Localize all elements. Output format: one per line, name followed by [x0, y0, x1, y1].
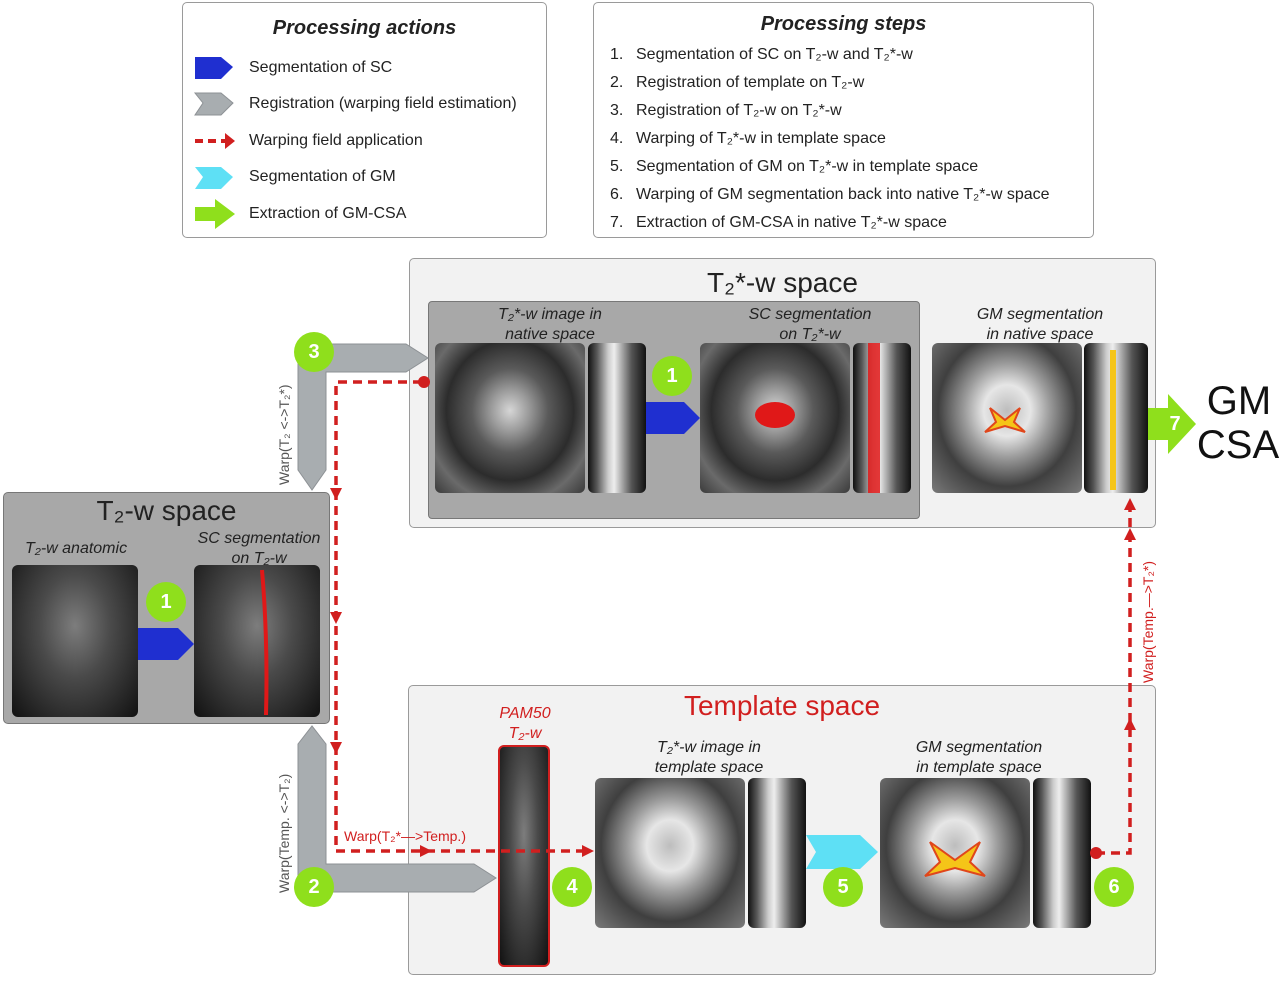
warp-label-t2star-temp: Warp(T₂*—>Temp.): [344, 828, 466, 844]
step-circle-1-t2star: 1: [652, 356, 692, 396]
caption-t2star-template: T₂*-w image in template space: [654, 739, 764, 776]
step-label: Segmentation of GM on T₂*-w in template …: [636, 158, 979, 175]
gray-arrow-icon: [193, 92, 234, 116]
template-space-title: Template space: [683, 690, 881, 721]
pam50-template-image: [498, 745, 550, 967]
t2star-template-axial-image: [595, 778, 745, 928]
step-circle-7: 7: [1169, 413, 1181, 435]
step-number: 6.: [610, 186, 624, 203]
sc-seg-arrow-t2star: [646, 402, 700, 434]
caption-t2star-native: T₂*-w image in native space: [498, 306, 602, 343]
caption-gm-seg-native: GM segmentation in native space: [976, 306, 1104, 343]
legend-item-label: Extraction of GM-CSA: [249, 205, 407, 222]
caption-sc-seg-t2: SC segmentation on T₂-w: [197, 530, 321, 567]
legend-item-label: Segmentation of SC: [249, 59, 393, 76]
t2star-native-axial-image: [435, 343, 585, 493]
step-number: 3.: [610, 102, 624, 119]
step-number: 5.: [610, 158, 624, 175]
blue-arrow-icon: [195, 57, 233, 79]
caption-pam50: PAM50 T₂-w: [499, 705, 551, 742]
step-number: 7.: [610, 214, 624, 231]
caption-gm-seg-template: GM segmentation in template space: [915, 739, 1043, 776]
t2star-space-title: T₂*-w space: [707, 267, 858, 298]
step-number: 4.: [610, 130, 624, 147]
caption-sc-seg-t2star: SC segmentation on T₂*-w: [748, 306, 872, 343]
legend-title: Processing actions: [272, 17, 457, 39]
t2-space-title: T₂-w space: [96, 495, 237, 526]
t2star-template-sagittal-image: [748, 778, 806, 928]
t2star-sc-seg-sagittal-image: [853, 343, 911, 493]
step-label: Warping of GM segmentation back into nat…: [636, 186, 1050, 203]
step-label: Segmentation of SC on T₂-w and T₂*-w: [636, 46, 913, 63]
processing-steps-legend: Processing steps 1. Segmentation of SC o…: [593, 2, 1094, 238]
warp-label-temp-t2: Warp(Temp. <->T₂): [276, 773, 292, 893]
sc-seg-sagittal-mask: [868, 343, 880, 493]
gm-template-sagittal-image: [1033, 778, 1091, 928]
step-number: 1.: [610, 46, 624, 63]
processing-actions-legend: Processing actions Segmentation of SC Re…: [182, 2, 547, 238]
legend-item-label: Segmentation of GM: [249, 168, 396, 185]
warp-label-t2-t2star: Warp(T₂ <->T₂*): [276, 384, 292, 485]
legend-title: Processing steps: [760, 13, 927, 35]
green-arrow-icon: [195, 199, 235, 229]
step-circle-2: 2: [294, 867, 334, 907]
warp-path-temp-to-t2star: [1096, 500, 1132, 855]
step-label: Extraction of GM-CSA in native T₂*-w spa…: [636, 214, 947, 231]
t2-anatomic-image: [12, 565, 138, 717]
t2-sc-seg-image: [194, 565, 320, 717]
legend-item-label: Registration (warping field estimation): [249, 95, 517, 112]
step-label: Registration of T₂-w on T₂*-w: [636, 102, 842, 119]
cyan-arrow-icon: [195, 167, 233, 189]
warp-label-temp-t2star: Warp(Temp.—>T₂*): [1140, 561, 1156, 683]
sc-seg-mask: [755, 402, 795, 428]
output-csa: CSA: [1196, 423, 1280, 467]
t2-sc-seg-line: [260, 569, 269, 716]
csa-extraction-arrow: [1148, 394, 1196, 454]
gm-template-butterfly: [924, 841, 986, 877]
gm-seg-arrow: [806, 835, 878, 869]
gm-native-butterfly: [984, 407, 1026, 433]
legend-icons: [193, 57, 235, 229]
step-circle-3: 3: [294, 332, 334, 372]
step-circle-4: 4: [552, 867, 592, 907]
sc-seg-arrow-t2: [138, 628, 194, 660]
step-label: Registration of template on T₂-w: [636, 74, 865, 91]
t2star-native-sagittal-image: [588, 343, 646, 493]
step-number: 2.: [610, 74, 624, 91]
step-circle-1-t2: 1: [146, 582, 186, 622]
caption-t2-anatomic: T₂-w anatomic: [24, 540, 128, 557]
warp-path-t2star-to-temp: [334, 380, 590, 853]
gm-template-axial-image: [880, 778, 1030, 928]
legend-item-label: Warping field application: [249, 132, 423, 149]
step-label: Warping of T₂*-w in template space: [636, 130, 886, 147]
step-circle-6: 6: [1094, 867, 1134, 907]
step-circle-5: 5: [823, 867, 863, 907]
registration-arrow-temp-t2: [297, 725, 497, 893]
output-gm: GM: [1206, 379, 1272, 423]
gm-native-sagittal-mask: [1110, 350, 1116, 490]
